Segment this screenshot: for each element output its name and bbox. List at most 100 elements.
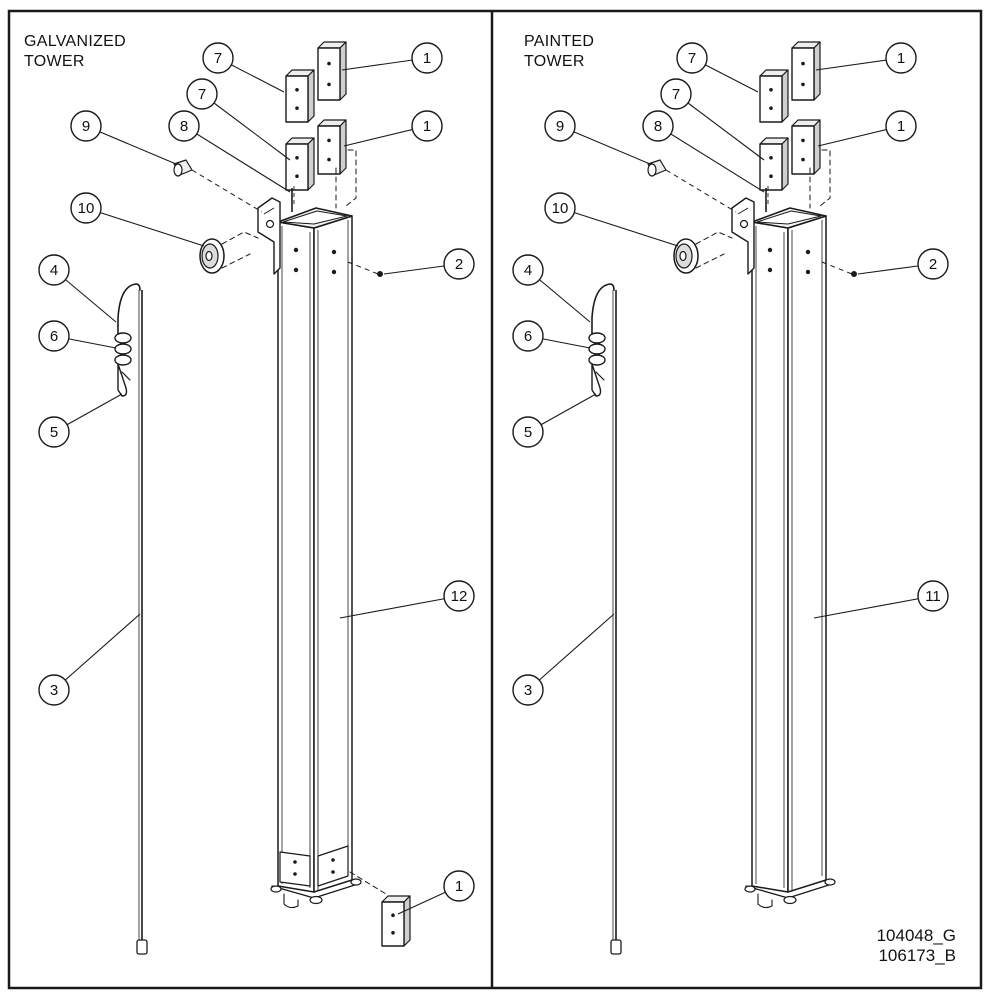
- callout-pad-top-a-number: 1: [897, 50, 905, 67]
- pad-hole: [327, 157, 331, 162]
- pad-top-a-side-face: [813, 41, 821, 101]
- callout-pin-circle: [168, 110, 200, 142]
- assembly-line: [809, 149, 831, 209]
- assembly-line: [221, 231, 259, 269]
- base-block: [757, 893, 773, 909]
- callout-spacer-number: 9: [556, 118, 564, 135]
- callout-cable-number: 3: [50, 682, 58, 699]
- pad-hole: [769, 156, 773, 160]
- foot-front: [783, 895, 797, 905]
- tower-left-face: [277, 221, 315, 893]
- pad-hole: [331, 858, 335, 862]
- pad-hole: [801, 61, 805, 66]
- callout-tower-circle: [443, 580, 475, 612]
- callout-bolt-circle: [443, 248, 475, 280]
- callout-pulley-number: 10: [78, 200, 95, 217]
- tower-left-face: [751, 221, 789, 893]
- base-block: [283, 893, 299, 909]
- pad-bottom-side-face: [403, 895, 411, 947]
- pad-hole: [327, 138, 331, 143]
- cable-clip-bar: [121, 371, 131, 381]
- drawing-number: 106173_B: [878, 946, 956, 965]
- callout-bolt-circle: [917, 248, 949, 280]
- callout-plate-a-circle: [676, 42, 708, 74]
- foot-left: [744, 885, 756, 893]
- callout-cable-leader: [527, 613, 615, 691]
- pad-bottom: [381, 901, 405, 947]
- mounting-bracket: [257, 197, 281, 275]
- pad-top-b-side-face: [339, 119, 347, 175]
- tower-hole: [805, 249, 811, 255]
- callout-pulley-leader: [559, 207, 679, 247]
- callout-pulley-circle: [70, 192, 102, 224]
- callout-tower-number: 12: [451, 588, 468, 605]
- foot-left: [270, 885, 282, 893]
- drawing-border: [7, 9, 983, 990]
- callout-plate-a-number: 7: [214, 50, 222, 67]
- tower-hole: [331, 249, 337, 255]
- pad-top-a: [791, 47, 815, 101]
- pulley-hub: [205, 250, 213, 262]
- callout-pin-circle: [642, 110, 674, 142]
- pad-hole: [391, 931, 395, 935]
- pad-hole: [295, 156, 299, 160]
- assembly-line: [335, 149, 357, 209]
- title-line-2: TOWER: [24, 53, 85, 70]
- callout-clip-circle: [38, 416, 70, 448]
- bracket-hole: [739, 219, 749, 229]
- cable-clip-bar: [595, 371, 605, 381]
- title-line-2: TOWER: [524, 53, 585, 70]
- callout-nut-number: 6: [524, 328, 532, 345]
- plate-a-side-face: [781, 69, 789, 123]
- pad-hole: [391, 913, 395, 917]
- tower-hole: [331, 269, 337, 275]
- plate-a-side-face: [307, 69, 315, 123]
- callout-spacer-leader: [559, 125, 651, 165]
- pad-hole: [295, 174, 299, 178]
- callout-tower-leader: [339, 595, 460, 619]
- callout-pin-number: 8: [654, 118, 662, 135]
- assembly-line: [191, 169, 263, 213]
- assembly-line: [349, 871, 387, 895]
- cable-nut: [588, 332, 606, 344]
- callout-spacer-circle: [544, 110, 576, 142]
- callout-spacer-number: 9: [82, 118, 90, 135]
- panel-title-painted: PAINTED TOWER: [524, 32, 594, 72]
- tower-hole: [767, 247, 773, 253]
- bracket-hole: [265, 219, 275, 229]
- drawing-number-block: 104048_G 106173_B: [877, 926, 956, 966]
- pad-hole: [769, 174, 773, 178]
- plate-a: [759, 75, 783, 123]
- callout-plate-b-number: 7: [672, 86, 680, 103]
- callout-cable-circle: [512, 674, 544, 706]
- callout-hook-circle: [38, 254, 70, 286]
- pad-hole: [327, 82, 331, 87]
- mounting-bracket: [731, 197, 755, 275]
- cable-nut: [114, 332, 132, 344]
- callout-cable-number: 3: [524, 682, 532, 699]
- plate-b-side-face: [307, 137, 315, 191]
- callout-pin-leader: [657, 125, 765, 193]
- callout-pad-top-b-circle: [885, 110, 917, 142]
- pad-top-b: [317, 125, 341, 175]
- callout-pulley-number: 10: [552, 200, 569, 217]
- cable-hook-loop: [117, 283, 141, 337]
- pad-hole: [295, 88, 299, 92]
- foot-right: [824, 878, 836, 886]
- callout-pad-top-b-number: 1: [897, 118, 905, 135]
- callout-clip-number: 5: [524, 424, 532, 441]
- callout-cable-leader: [53, 613, 141, 691]
- pad-hole: [769, 88, 773, 92]
- tower-hole: [293, 247, 299, 253]
- bracket-edge: [263, 207, 275, 215]
- assembly-line: [695, 231, 733, 269]
- callout-clip-number: 5: [50, 424, 58, 441]
- cable-nut: [588, 354, 606, 366]
- drawing-number: 104048_G: [876, 926, 956, 945]
- foot-right: [350, 878, 362, 886]
- pad-top-a-side-face: [339, 41, 347, 101]
- callout-plate-b-circle: [660, 78, 692, 110]
- callout-plate-b-circle: [186, 78, 218, 110]
